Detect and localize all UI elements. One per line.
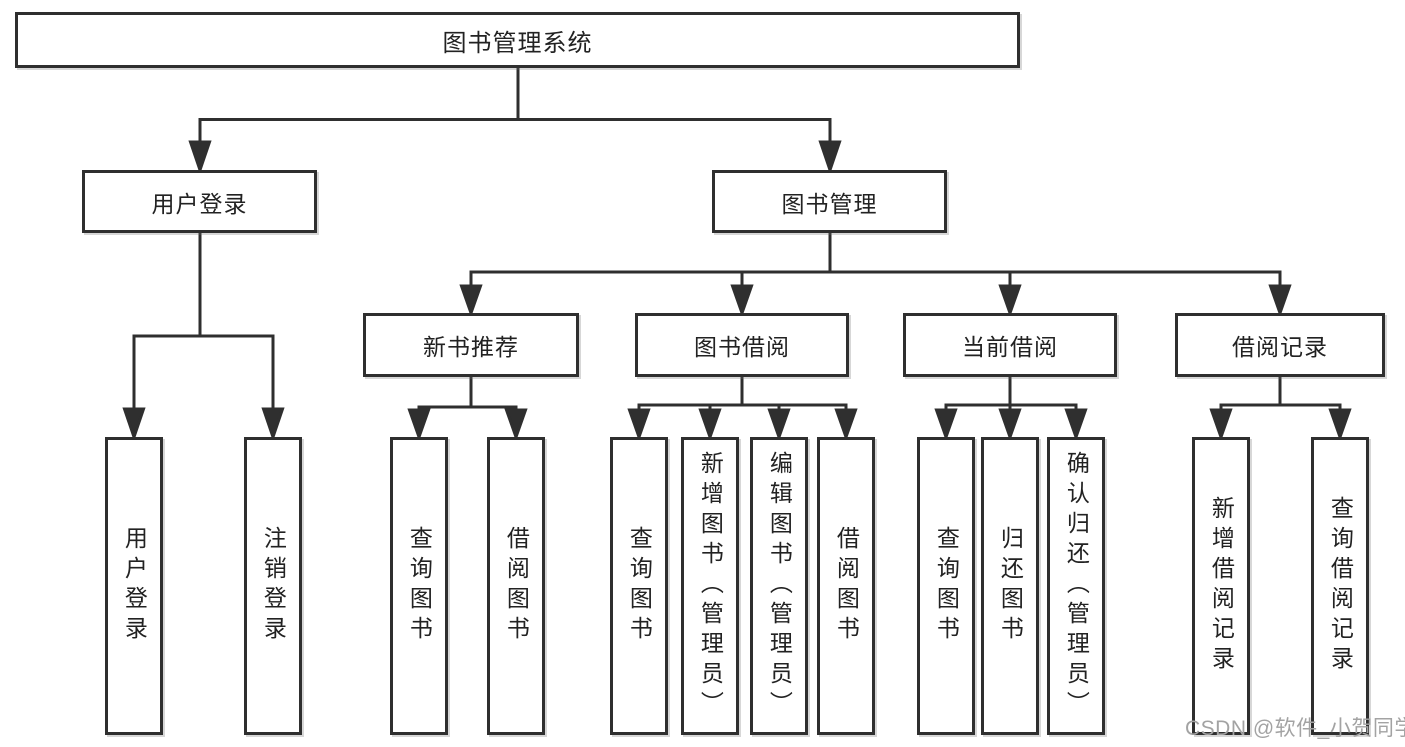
leaf-user-login: 用户登录	[105, 437, 163, 735]
leaf-logout-label: 注销登录	[260, 526, 287, 646]
node-current-borrow-label: 当前借阅	[962, 334, 1058, 360]
leaf-bb-query-books: 查询图书	[610, 437, 668, 735]
leaf-cb-return-books: 归还图书	[981, 437, 1039, 735]
node-new-book-recommend-label: 新书推荐	[423, 334, 519, 360]
leaf-cb-confirm-return-admin: 确认归还（管理员）	[1047, 437, 1105, 735]
leaf-bb-add-books-admin: 新增图书（管理员）	[681, 437, 739, 735]
leaf-bb-query-books-label: 查询图书	[626, 526, 653, 646]
node-root-label: 图书管理系统	[442, 29, 593, 57]
leaf-nbr-query-books: 查询图书	[390, 437, 448, 735]
node-book-borrow: 图书借阅	[635, 313, 849, 377]
leaf-bb-add-books-admin-label: 新增图书（管理员）	[697, 451, 724, 721]
leaf-logout: 注销登录	[244, 437, 302, 735]
leaf-bb-borrow-books: 借阅图书	[817, 437, 875, 735]
csdn-watermark: CSDN @软件_小贺同学	[1185, 717, 1405, 740]
leaf-br-add-record: 新增借阅记录	[1192, 437, 1250, 735]
node-current-borrow: 当前借阅	[903, 313, 1117, 377]
leaf-cb-confirm-return-admin-label: 确认归还（管理员）	[1063, 451, 1090, 721]
node-user-login: 用户登录	[82, 170, 317, 233]
leaf-bb-borrow-books-label: 借阅图书	[833, 526, 860, 646]
node-borrow-records-label: 借阅记录	[1232, 334, 1328, 360]
node-root: 图书管理系统	[15, 12, 1020, 68]
leaf-bb-edit-books-admin: 编辑图书（管理员）	[750, 437, 808, 735]
leaf-cb-query-books-label: 查询图书	[933, 526, 960, 646]
leaf-nbr-borrow-books: 借阅图书	[487, 437, 545, 735]
node-user-login-label: 用户登录	[151, 190, 248, 217]
leaf-br-query-record-label: 查询借阅记录	[1327, 496, 1354, 676]
leaf-br-query-record: 查询借阅记录	[1311, 437, 1369, 735]
leaf-cb-return-books-label: 归还图书	[997, 526, 1024, 646]
leaf-nbr-borrow-books-label: 借阅图书	[503, 526, 530, 646]
leaf-cb-query-books: 查询图书	[917, 437, 975, 735]
node-new-book-recommend: 新书推荐	[363, 313, 579, 377]
leaf-user-login-label: 用户登录	[121, 526, 148, 646]
leaf-nbr-query-books-label: 查询图书	[406, 526, 433, 646]
node-book-borrow-label: 图书借阅	[694, 334, 790, 360]
node-borrow-records: 借阅记录	[1175, 313, 1385, 377]
leaf-br-add-record-label: 新增借阅记录	[1208, 496, 1235, 676]
node-book-management: 图书管理	[712, 170, 947, 233]
node-book-management-label: 图书管理	[781, 190, 878, 217]
connectors	[122, 68, 1352, 442]
leaf-bb-edit-books-admin-label: 编辑图书（管理员）	[766, 451, 793, 721]
